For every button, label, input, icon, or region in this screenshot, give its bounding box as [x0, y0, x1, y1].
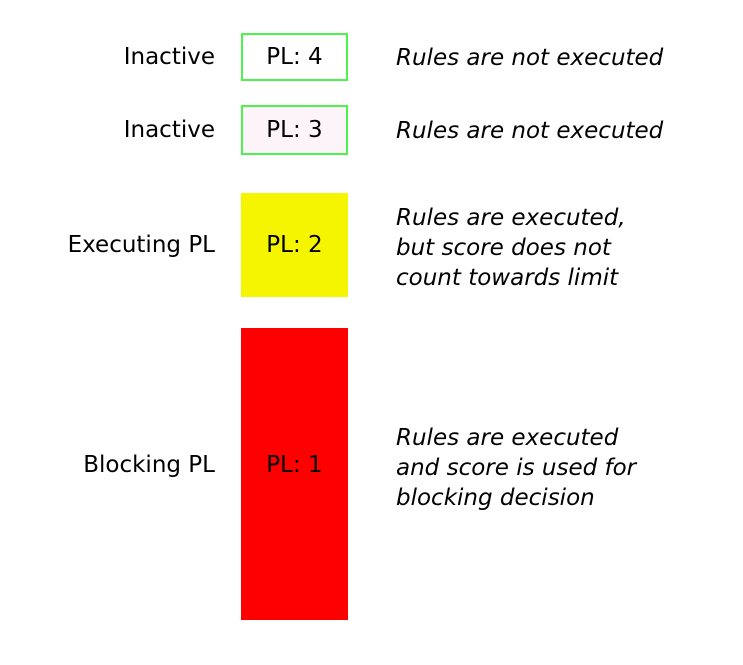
description-pl-1: Rules are executed and score is used for… — [396, 423, 736, 513]
status-label-pl-2: Executing PL — [67, 232, 215, 258]
pl-box-label-3: PL: 3 — [266, 117, 323, 143]
pl-box-2[interactable]: PL: 2 — [241, 193, 348, 297]
description-line: count towards limit — [396, 265, 619, 291]
pl-box-1[interactable]: PL: 1 — [241, 328, 348, 620]
pl-box-label-4: PL: 4 — [266, 44, 323, 70]
status-label-pl-4: Inactive — [123, 44, 215, 70]
pl-box-4[interactable]: PL: 4 — [241, 33, 348, 81]
description-line: but score does not — [396, 235, 611, 261]
description-line: Rules are executed — [396, 425, 619, 451]
description-line: Rules are executed, — [396, 205, 626, 231]
pl-box-label-1: PL: 1 — [266, 452, 323, 478]
pl-box-3[interactable]: PL: 3 — [241, 105, 348, 155]
description-pl-2: Rules are executed, but score does not c… — [396, 203, 736, 293]
description-line: Rules are not executed — [396, 45, 664, 71]
description-line: blocking decision — [396, 485, 595, 511]
description-pl-3: Rules are not executed — [396, 116, 736, 146]
description-line: Rules are not executed — [396, 118, 664, 144]
pl-box-label-2: PL: 2 — [266, 232, 323, 258]
description-line: and score is used for — [396, 455, 637, 481]
status-label-pl-3: Inactive — [123, 117, 215, 143]
description-pl-4: Rules are not executed — [396, 43, 736, 73]
status-label-pl-1: Blocking PL — [83, 452, 215, 478]
